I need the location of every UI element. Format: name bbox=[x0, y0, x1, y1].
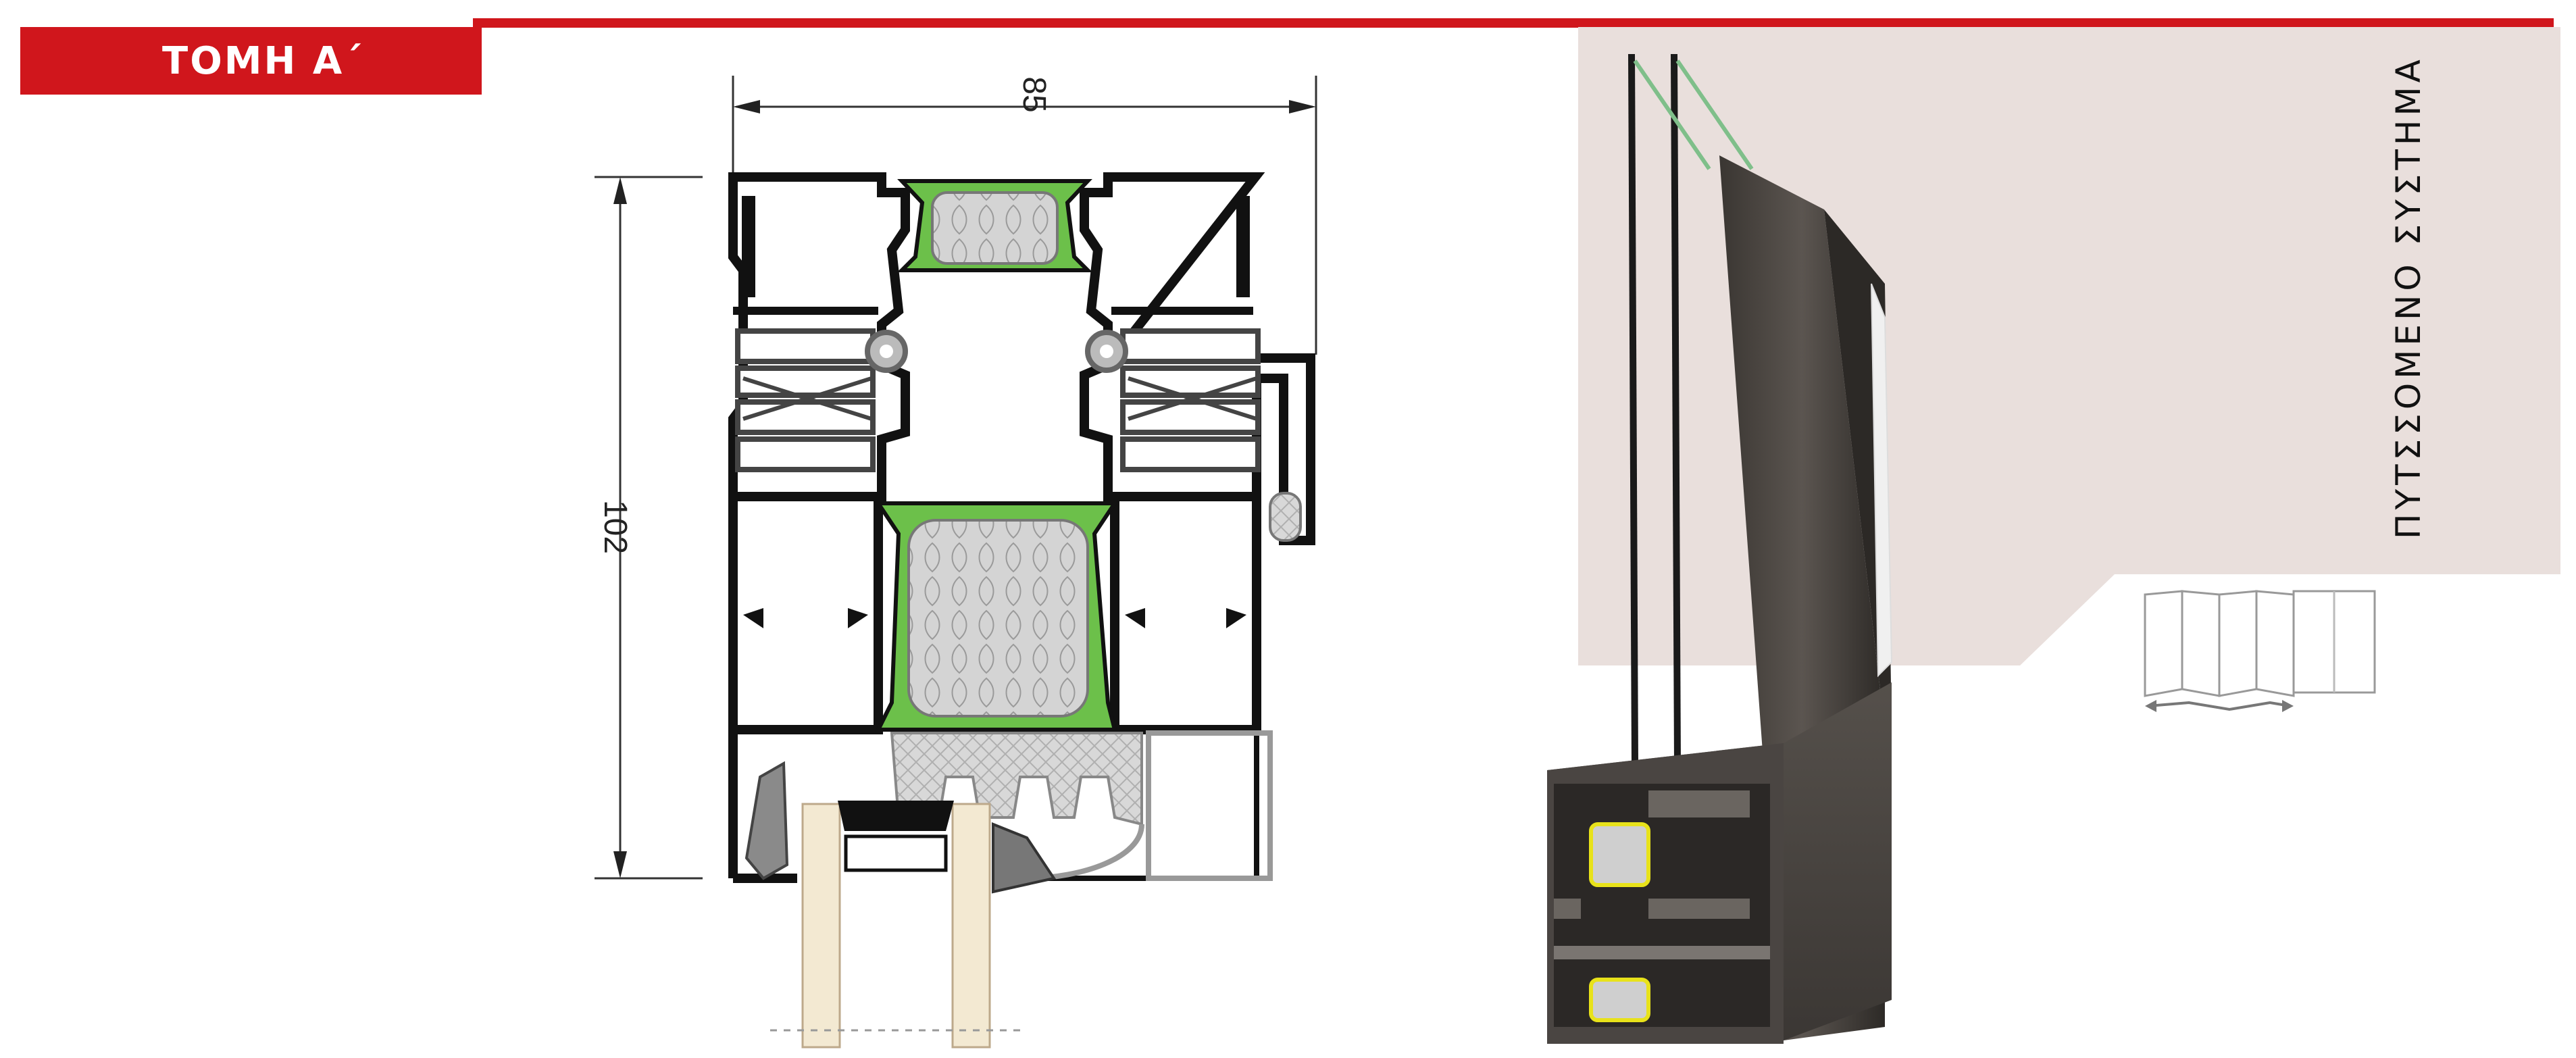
system-name-label: ΠΥΤΣΣΟΜΕΝΟ ΣΥΣΤΗΜΑ bbox=[2389, 55, 2428, 539]
width-dimension-label: 85 bbox=[1016, 76, 1052, 112]
product-render bbox=[1547, 27, 2560, 1044]
width-dimension: 85 bbox=[732, 76, 1317, 355]
height-dimension: 102 bbox=[595, 176, 703, 880]
folding-door-icon bbox=[2144, 590, 2376, 712]
section-title: ΤΟΜΗ Α΄ bbox=[162, 39, 363, 83]
height-dimension-label: 102 bbox=[597, 500, 633, 554]
profile-cross-section bbox=[728, 172, 1315, 1049]
section-title-badge: ΤΟΜΗ Α΄ bbox=[20, 27, 482, 95]
header-rule bbox=[473, 18, 2554, 28]
